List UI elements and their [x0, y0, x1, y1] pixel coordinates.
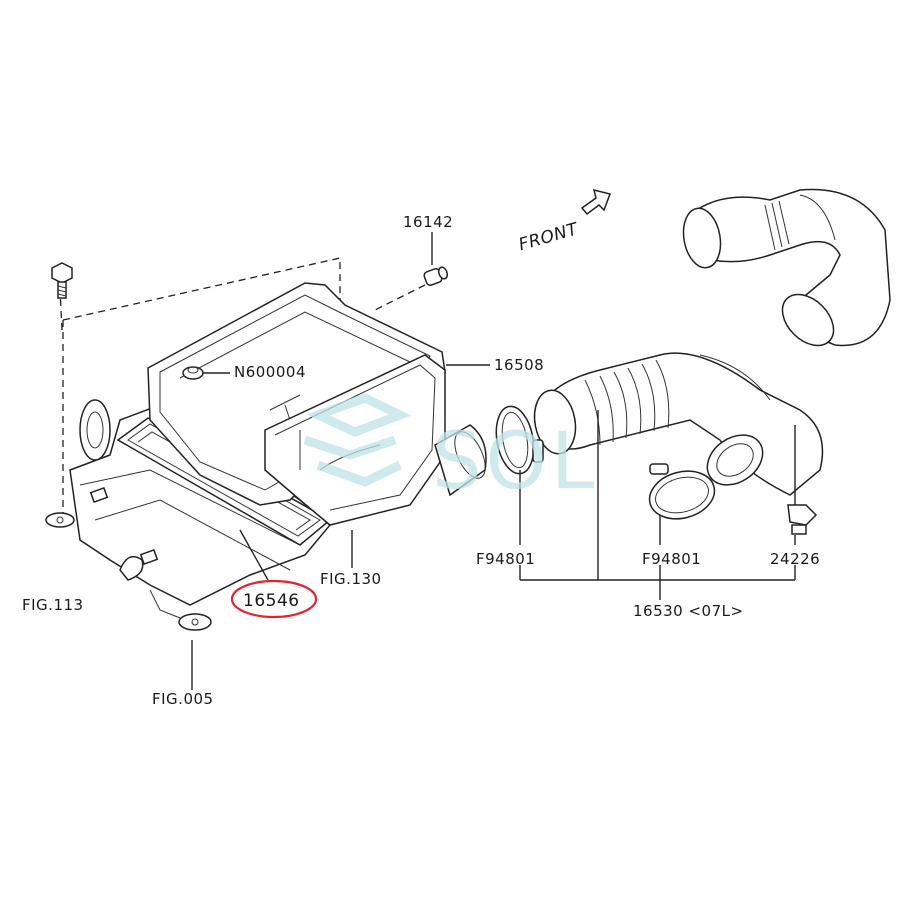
- label-n600004: N600004: [234, 363, 306, 381]
- band-clip-icon: [787, 425, 818, 535]
- label-16508: 16508: [494, 356, 544, 374]
- watermark-logo-icon: [303, 393, 412, 487]
- watermark-text: SOL: [432, 417, 598, 507]
- part-labels: 16142 N600004 16508 FIG.113 FIG.130 FIG.…: [22, 213, 820, 708]
- hose-clamp-left-icon: [495, 405, 544, 475]
- resonator-duct: [682, 188, 891, 347]
- label-fig005: FIG.005: [152, 690, 214, 708]
- grommet-nut-icon: [182, 366, 230, 380]
- sol-watermark: SOL: [303, 393, 598, 507]
- cap-plug-icon: [374, 232, 449, 311]
- label-16142: 16142: [403, 213, 453, 231]
- label-fig113: FIG.113: [22, 596, 84, 614]
- label-fig130: FIG.130: [320, 570, 382, 588]
- label-f94801-right: F94801: [642, 550, 701, 568]
- label-16530: 16530 <07L>: [633, 602, 744, 620]
- label-24226: 24226: [770, 550, 820, 568]
- hose-clamp-right-icon: [648, 463, 716, 520]
- label-16546-highlighted: 16546: [243, 591, 300, 611]
- front-arrow-icon: [580, 188, 611, 216]
- front-direction-indicator: FRONT: [517, 188, 611, 255]
- front-label: FRONT: [517, 219, 582, 255]
- hex-bolt-icon: [51, 262, 73, 299]
- leader-lines: [191, 364, 796, 690]
- highlight-ring: [230, 579, 318, 619]
- label-f94801-left: F94801: [476, 550, 535, 568]
- air-cleaner-case: [45, 232, 487, 631]
- intake-hose-assembly: [495, 352, 824, 535]
